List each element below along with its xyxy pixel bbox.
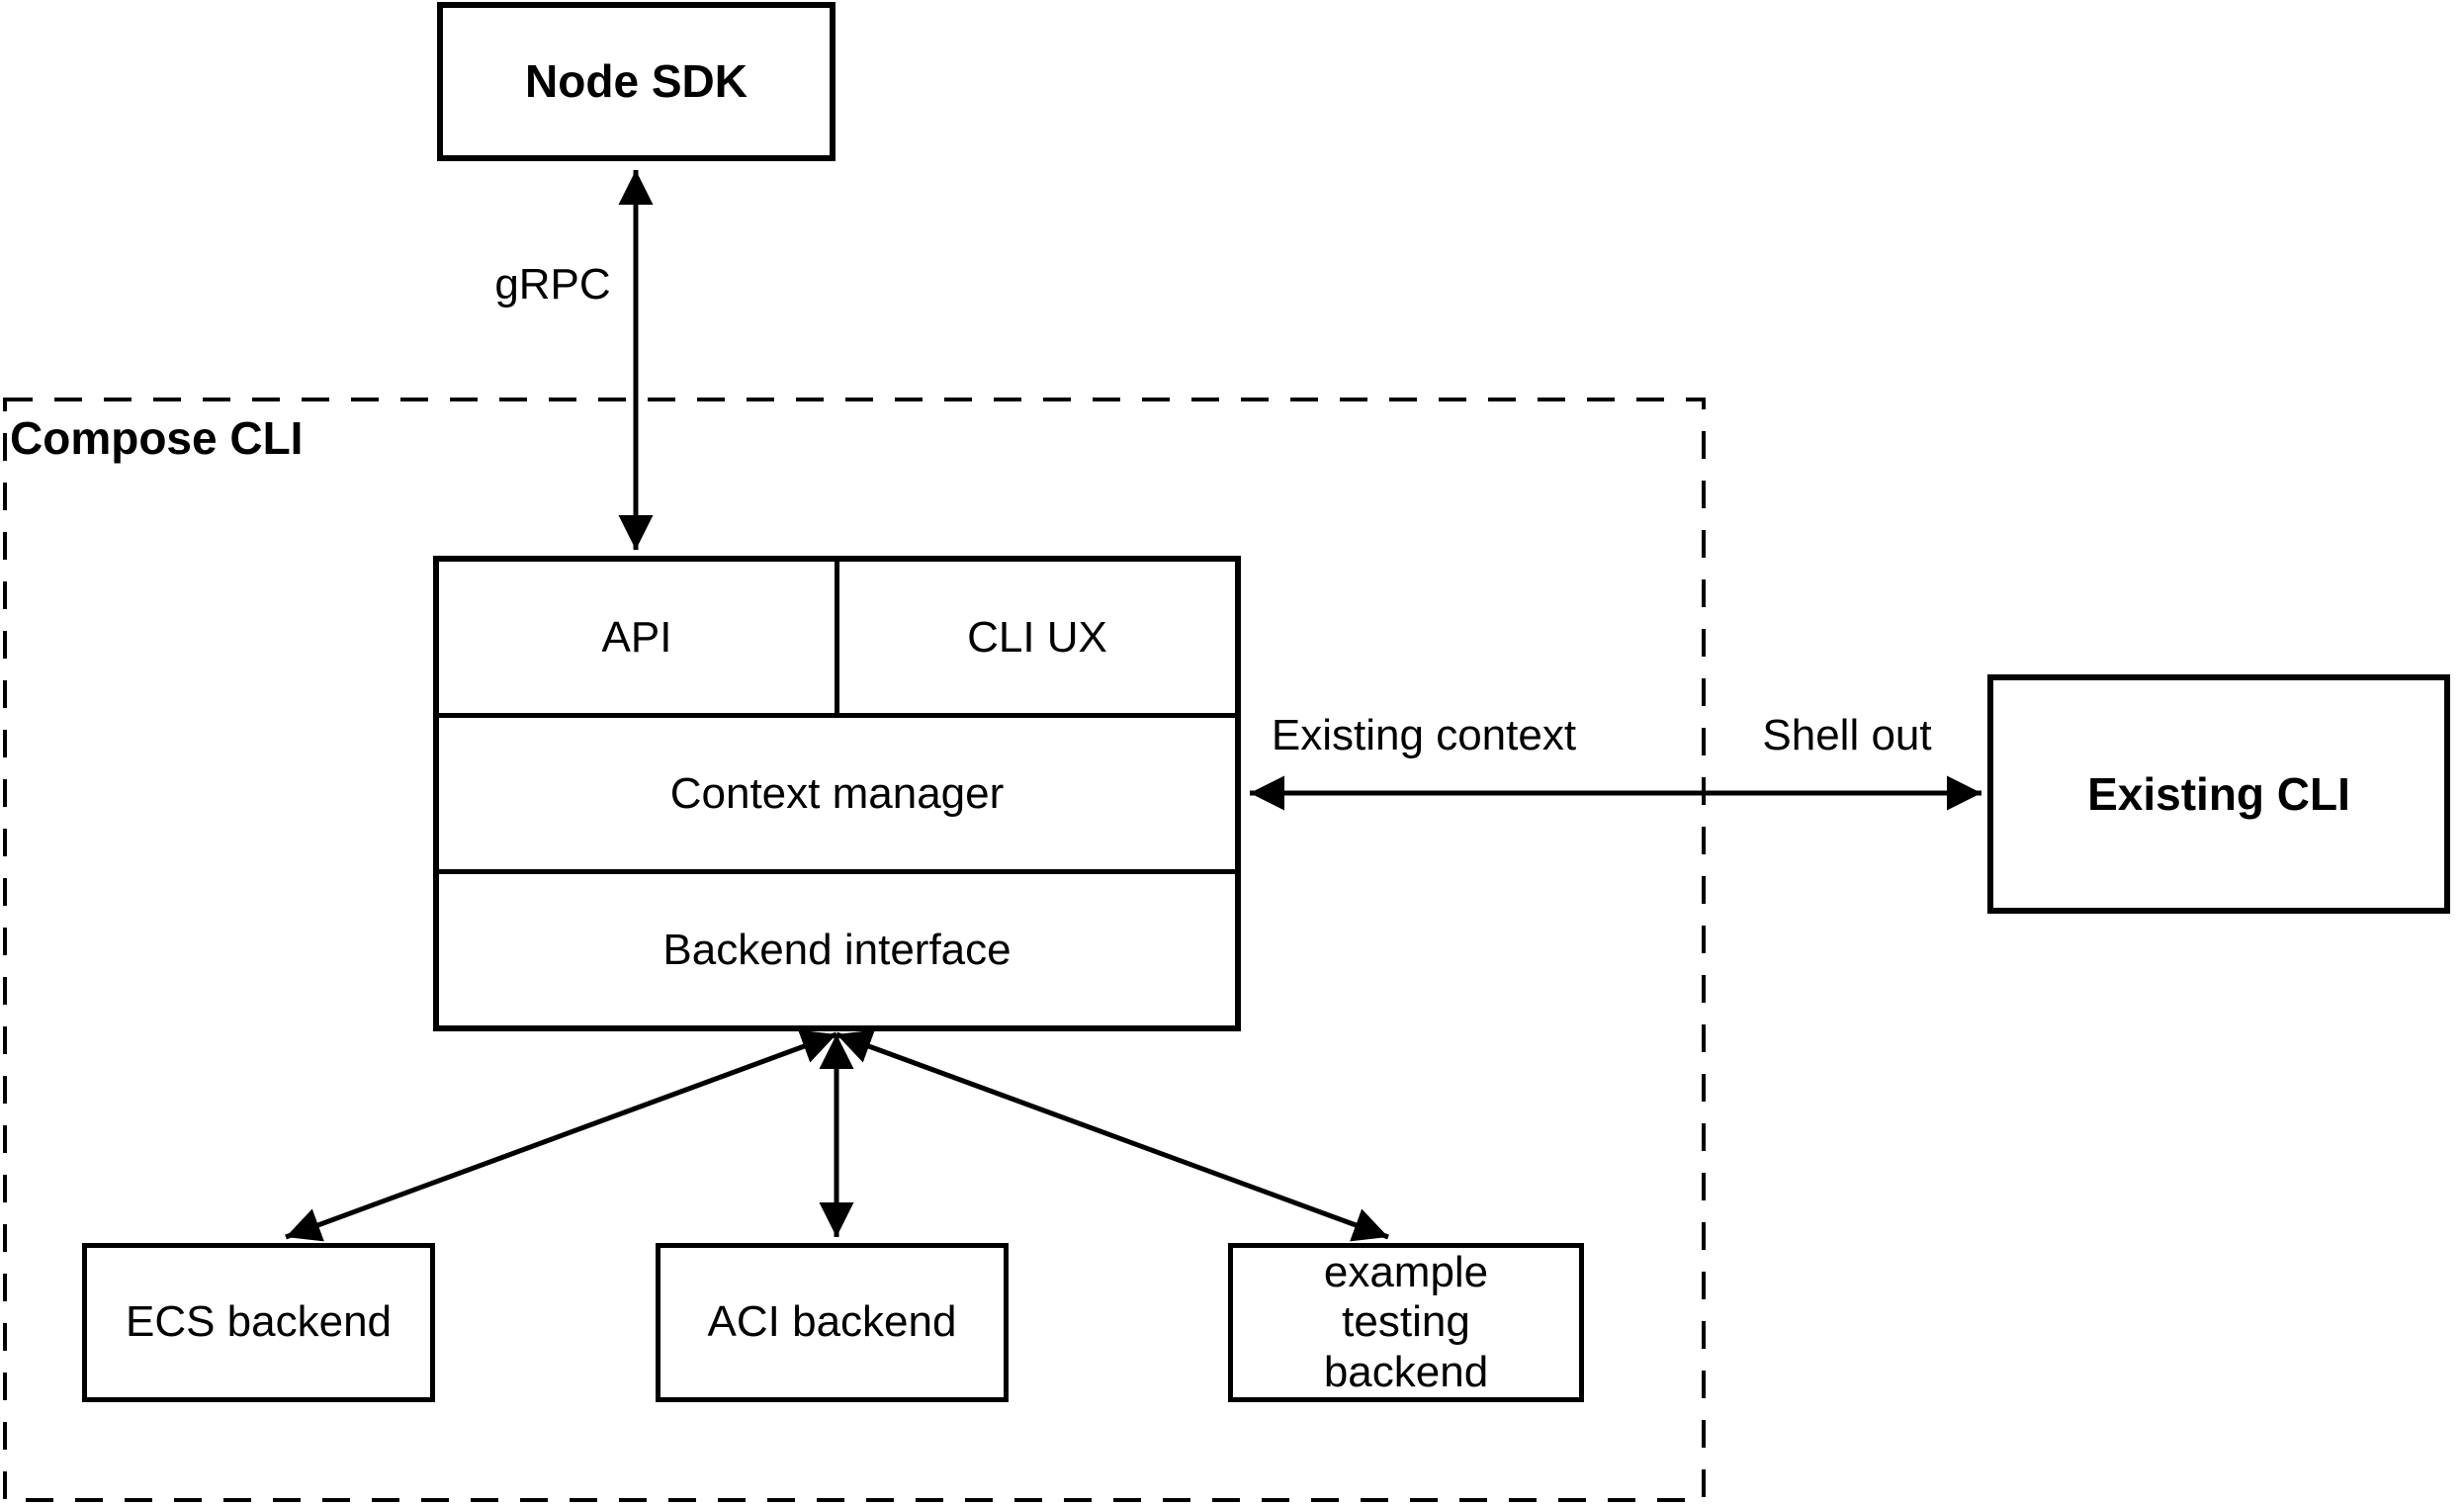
aci-backend-box: ACI backend bbox=[656, 1243, 1009, 1402]
stack-top-row: API CLI UX bbox=[439, 562, 1235, 713]
api-cell: API bbox=[601, 612, 672, 662]
existing-cli-box: Existing CLI bbox=[1987, 674, 2450, 914]
example-testing-backend-box: example testing backend bbox=[1228, 1243, 1584, 1402]
context-manager-cell: Context manager bbox=[669, 768, 1005, 818]
compose-cli-stack: API CLI UX Context manager Backend inter… bbox=[433, 556, 1241, 1031]
node-sdk-box: Node SDK bbox=[437, 2, 836, 161]
ecs-backend-box: ECS backend bbox=[82, 1243, 435, 1402]
cli-ux-cell: CLI UX bbox=[835, 562, 1235, 713]
compose-cli-group-label: Compose CLI bbox=[10, 412, 304, 464]
backend-example-arrow bbox=[836, 1029, 1389, 1242]
backend-ecs-arrow bbox=[285, 1029, 837, 1242]
shell-out-edge-label: Shell out bbox=[1762, 711, 1932, 759]
backend-interface-cell: Backend interface bbox=[662, 925, 1012, 974]
existing-context-edge-label: Existing context bbox=[1271, 711, 1577, 759]
grpc-edge-label: gRPC bbox=[494, 260, 611, 309]
